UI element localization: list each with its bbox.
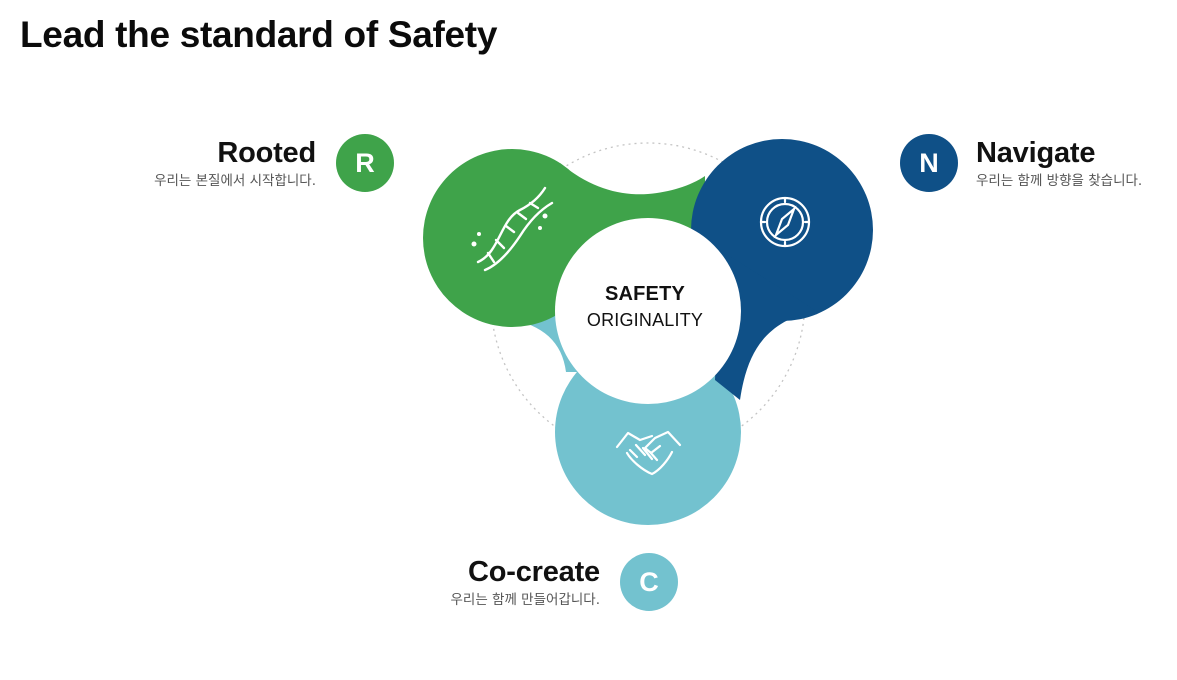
rooted-title: Rooted xyxy=(217,137,316,169)
navigate-description: 우리는 함께 방향을 찾습니다. xyxy=(976,173,1143,189)
rooted-letter-badge: R xyxy=(336,134,394,192)
cocreate-label-block: Co-create 우리는 함께 만들어갑니다. C xyxy=(400,553,678,611)
center-label: SAFETY ORIGINALITY xyxy=(555,281,735,333)
rooted-description: 우리는 본질에서 시작합니다. xyxy=(154,173,316,189)
rooted-label-block: Rooted 우리는 본질에서 시작합니다. R xyxy=(120,134,394,192)
center-subtitle: ORIGINALITY xyxy=(586,310,704,330)
cocreate-title: Co-create xyxy=(468,556,600,588)
cocreate-letter-badge: C xyxy=(620,553,678,611)
cocreate-description: 우리는 함께 만들어갑니다. xyxy=(450,592,601,608)
center-title: SAFETY xyxy=(604,283,686,305)
navigate-title: Navigate xyxy=(976,137,1096,169)
compass-icon xyxy=(759,196,811,248)
dna-icon xyxy=(471,186,554,272)
center-circle xyxy=(555,218,741,404)
handshake-icon xyxy=(615,430,682,476)
navigate-label-block: N Navigate 우리는 함께 방향을 찾습니다. xyxy=(900,134,1177,192)
page-title: Lead the standard of Safety xyxy=(20,14,498,55)
navigate-letter-badge: N xyxy=(900,134,958,192)
